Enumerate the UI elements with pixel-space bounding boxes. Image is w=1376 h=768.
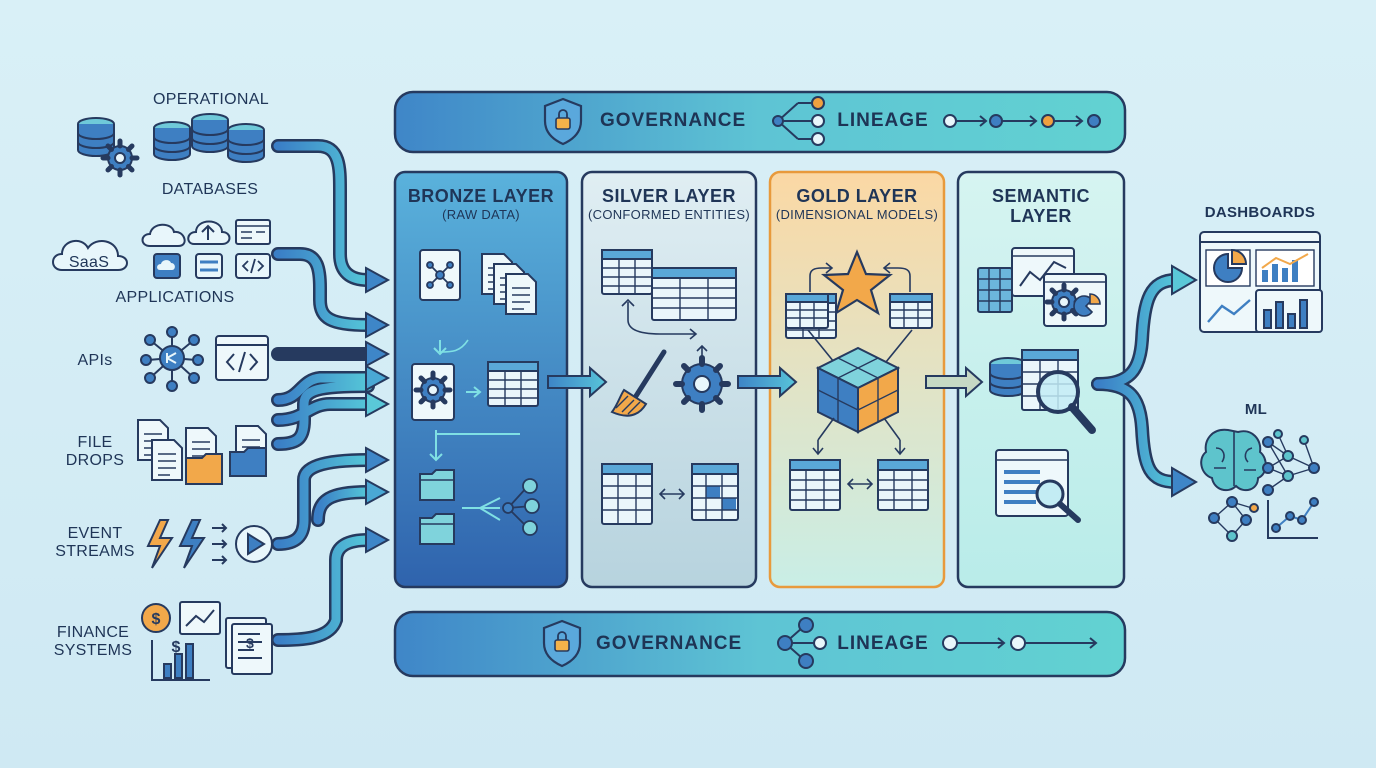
silver-layer-subtitle: (CONFORMED ENTITIES) <box>588 207 750 222</box>
finance-systems-label: FINANCE SYSTEMS <box>48 624 138 660</box>
file-drops-label: FILE DROPS <box>60 434 130 470</box>
systems-label: SYSTEMS <box>53 641 133 659</box>
lineage-graph-icon <box>772 96 825 146</box>
file-label: FILE <box>77 434 113 451</box>
finance-label: FINANCE <box>56 624 130 641</box>
ml-icons <box>1200 428 1320 542</box>
lineage-chain-icon <box>943 114 1101 128</box>
source-arrowheads <box>365 266 391 554</box>
cube-icon <box>815 346 901 434</box>
operational-label: OPERATIONAL <box>153 91 269 108</box>
bronze-contents <box>411 249 540 545</box>
drops-label: DROPS <box>65 451 125 469</box>
dashboard-icon <box>1199 231 1323 333</box>
svg-text:$: $ <box>152 611 161 628</box>
star-icon <box>820 249 894 316</box>
silver-layer-title: SILVER LAYER <box>601 186 737 206</box>
scatter-chart-icon <box>1267 497 1319 539</box>
network-graph-icon <box>1208 496 1259 542</box>
apis-label: APIs <box>77 352 113 369</box>
bronze-layer-subtitle: (RAW DATA) <box>442 207 520 222</box>
operational-databases-icon <box>77 113 265 175</box>
silver-contents <box>601 249 739 525</box>
layer-flow-arrows <box>547 365 984 399</box>
ml-label: ML <box>1244 401 1268 418</box>
finance-systems-icon: $ $ $ <box>141 601 273 681</box>
semantic-contents <box>977 247 1107 523</box>
top-lineage-label: LINEAGE <box>837 110 929 131</box>
brain-icon <box>1200 428 1267 492</box>
event-streams-icon <box>146 519 273 569</box>
top-governance-band <box>393 90 1127 154</box>
svg-text:$: $ <box>172 639 181 656</box>
file-drops-icon <box>137 419 267 485</box>
streams-label: STREAMS <box>55 542 135 560</box>
lineage-graph-icon <box>777 617 827 669</box>
output-arrowheads <box>1171 264 1198 498</box>
gold-layer-title: GOLD LAYER <box>796 186 918 206</box>
saas-cloud-icon <box>52 219 271 279</box>
bronze-layer-title: BRONZE LAYER <box>407 186 555 206</box>
api-hub-icon <box>140 326 269 392</box>
semantic-title-line2: LAYER <box>1010 206 1072 227</box>
source-arrows <box>271 139 375 647</box>
gold-contents <box>785 249 933 511</box>
neural-network-icon <box>1262 429 1320 496</box>
bottom-lineage-label: LINEAGE <box>837 633 929 654</box>
svg-text:$: $ <box>246 635 254 651</box>
bottom-governance-band <box>393 610 1127 678</box>
gold-layer-subtitle: (DIMENSIONAL MODELS) <box>775 207 939 222</box>
semantic-layer-title: SEMANTIC LAYER <box>962 186 1120 226</box>
output-arrows <box>1091 273 1183 489</box>
semantic-title-line1: SEMANTIC <box>992 186 1090 206</box>
lineage-chain-icon <box>942 635 1098 651</box>
event-label: EVENT <box>67 525 123 542</box>
top-governance-label: GOVERNANCE <box>600 110 747 131</box>
broom-icon <box>610 349 667 417</box>
databases-label: DATABASES <box>161 181 259 198</box>
event-streams-label: EVENT STREAMS <box>50 525 140 561</box>
bottom-governance-label: GOVERNANCE <box>596 633 743 654</box>
dashboards-label: DASHBOARDS <box>1204 204 1316 221</box>
magnifier-icon <box>1036 370 1096 434</box>
applications-label: APPLICATIONS <box>115 289 235 306</box>
saas-label: SaaS <box>68 254 110 271</box>
